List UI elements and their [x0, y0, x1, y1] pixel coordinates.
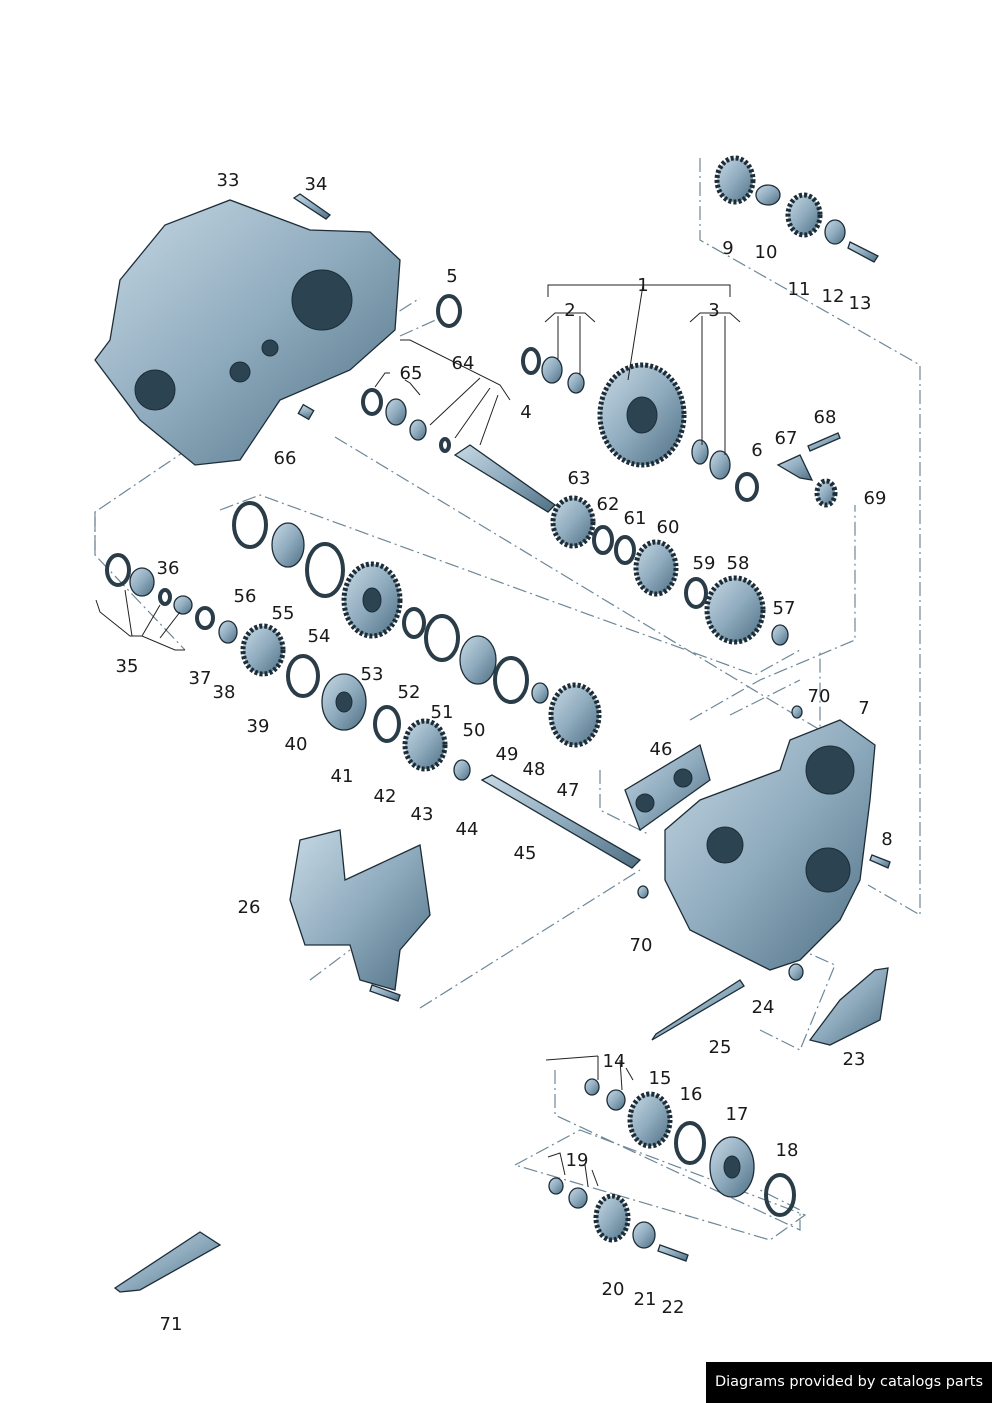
- gearbox-cover-7: [664, 719, 876, 971]
- callout-6: 6: [751, 440, 762, 461]
- callout-37: 37: [189, 668, 212, 689]
- callout-51: 51: [431, 702, 454, 723]
- callout-42: 42: [374, 786, 397, 807]
- callout-53: 53: [361, 664, 384, 685]
- bearing-plate-hole: [635, 793, 655, 813]
- callout-60: 60: [657, 517, 680, 538]
- callout-56: 56: [234, 586, 257, 607]
- callout-23: 23: [843, 1049, 866, 1070]
- leader-lines: [95, 284, 741, 1187]
- callout-4: 4: [520, 402, 531, 423]
- callout-43: 43: [411, 804, 434, 825]
- callout-13: 13: [849, 293, 872, 314]
- callout-70-top: 70: [808, 686, 831, 707]
- callout-71: 71: [160, 1314, 183, 1335]
- callout-52: 52: [398, 682, 421, 703]
- callout-63: 63: [568, 468, 591, 489]
- sealant-tube-71: [113, 1231, 222, 1293]
- callout-16: 16: [680, 1084, 703, 1105]
- callout-15: 15: [649, 1068, 672, 1089]
- shaft-25: [651, 979, 745, 1041]
- callout-38: 38: [213, 682, 236, 703]
- bolts: [292, 193, 891, 1262]
- callouts: 1 2 3 4 5 6 7 8 9 10 11 12 13 14 15 16 1…: [116, 170, 893, 1335]
- callout-3: 3: [708, 300, 719, 321]
- shift-fork-assembly-26: [289, 829, 431, 991]
- callout-57: 57: [773, 598, 796, 619]
- callout-49: 49: [496, 744, 519, 765]
- callout-2: 2: [564, 300, 575, 321]
- callout-14: 14: [603, 1051, 626, 1072]
- callout-46: 46: [650, 739, 673, 760]
- callout-41: 41: [331, 766, 354, 787]
- callout-59: 59: [693, 553, 716, 574]
- callout-20: 20: [602, 1279, 625, 1300]
- rings-and-bearings: [105, 184, 846, 1249]
- callout-10: 10: [755, 242, 778, 263]
- callout-11: 11: [788, 279, 811, 300]
- callout-45: 45: [514, 843, 537, 864]
- transmission-housing-33: [94, 199, 401, 466]
- callout-40: 40: [285, 734, 308, 755]
- callout-66: 66: [274, 448, 297, 469]
- callout-64: 64: [452, 353, 475, 374]
- callout-1: 1: [637, 275, 648, 296]
- bearing-plate-hole: [673, 768, 693, 788]
- callout-18: 18: [776, 1140, 799, 1161]
- callout-62: 62: [597, 494, 620, 515]
- callout-70-bottom: 70: [630, 935, 653, 956]
- output-shaft-45: [480, 774, 642, 869]
- selector-fork-23: [808, 967, 889, 1046]
- callout-65: 65: [400, 363, 423, 384]
- callout-9: 9: [722, 238, 733, 259]
- callout-36: 36: [157, 558, 180, 579]
- callout-54: 54: [308, 626, 331, 647]
- callout-48: 48: [523, 759, 546, 780]
- callout-50: 50: [463, 720, 486, 741]
- callout-67: 67: [775, 428, 798, 449]
- callout-17: 17: [726, 1104, 749, 1125]
- callout-55: 55: [272, 603, 295, 624]
- callout-19: 19: [566, 1150, 589, 1171]
- gears: [240, 155, 838, 1243]
- callout-68: 68: [814, 407, 837, 428]
- callout-5: 5: [446, 266, 457, 287]
- callout-22: 22: [662, 1297, 685, 1318]
- input-shaft-4: [453, 444, 557, 513]
- callout-33: 33: [217, 170, 240, 191]
- callout-69: 69: [864, 488, 887, 509]
- callout-24: 24: [752, 997, 775, 1018]
- callout-44: 44: [456, 819, 479, 840]
- callout-47: 47: [557, 780, 580, 801]
- attribution-banner: Diagrams provided by catalogs parts: [706, 1362, 992, 1403]
- callout-34: 34: [305, 174, 328, 195]
- callout-61: 61: [624, 508, 647, 529]
- callout-8: 8: [881, 829, 892, 850]
- callout-26: 26: [238, 897, 261, 918]
- callout-58: 58: [727, 553, 750, 574]
- callout-25: 25: [709, 1037, 732, 1058]
- callout-39: 39: [247, 716, 270, 737]
- callout-7: 7: [858, 698, 869, 719]
- callout-35: 35: [116, 656, 139, 677]
- callout-12: 12: [822, 286, 845, 307]
- callout-21: 21: [634, 1289, 657, 1310]
